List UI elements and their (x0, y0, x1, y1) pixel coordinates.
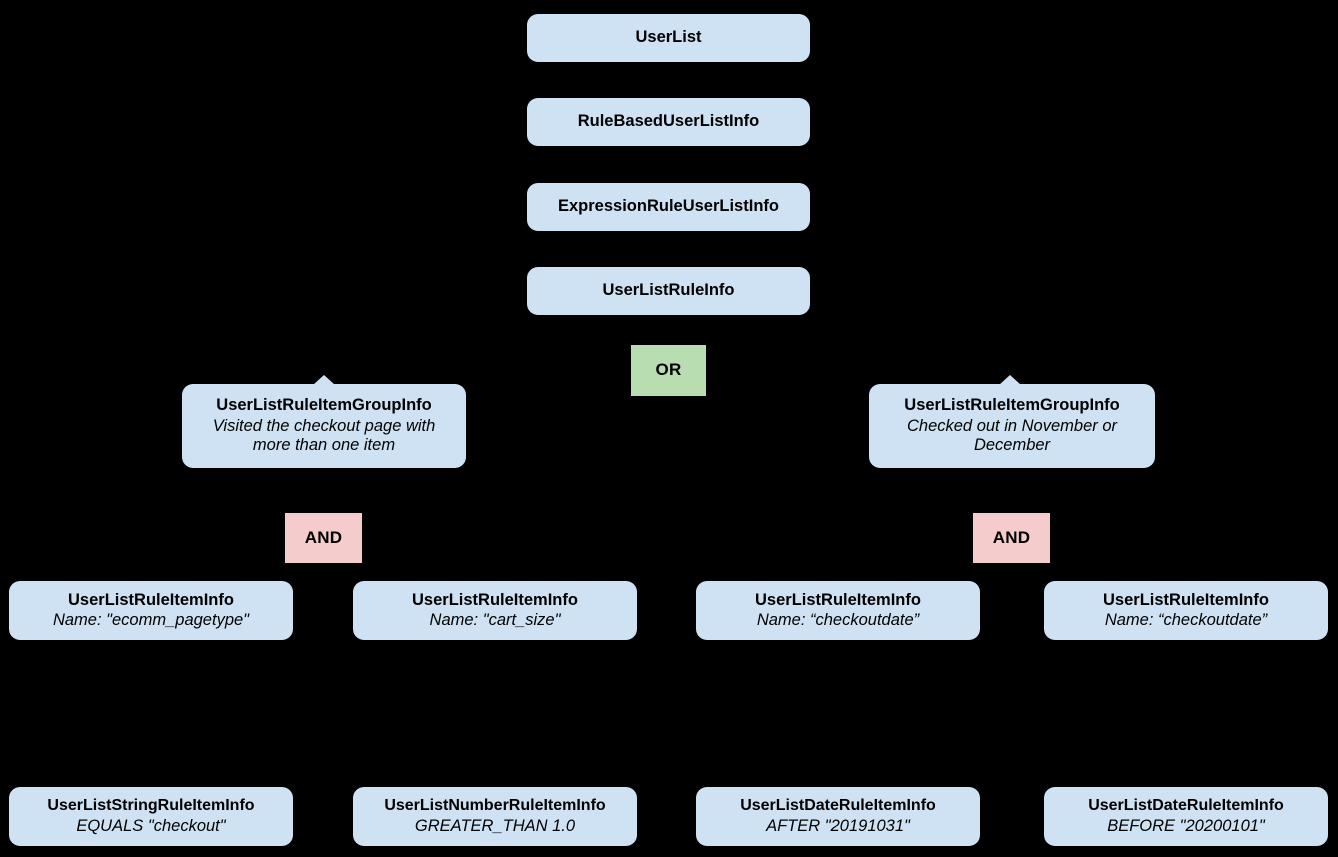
edge-expressionrule-to-ruleinfo (667, 231, 669, 267)
node-rulebaseduserlistinfo-title: RuleBasedUserListInfo (577, 112, 760, 131)
node-leaf-item-4-detail: BEFORE "20200101" (1107, 816, 1265, 835)
operator-and-right[interactable]: AND (973, 513, 1050, 563)
node-rule-item-1-title: UserListRuleItemInfo (68, 590, 234, 609)
node-rule-item-2[interactable]: UserListRuleItemInfo Name: "cart_size" (353, 581, 637, 640)
node-userlistruleinfo[interactable]: UserListRuleInfo (527, 267, 810, 315)
node-rule-item-4-title: UserListRuleItemInfo (1103, 590, 1269, 609)
node-leaf-item-4[interactable]: UserListDateRuleItemInfo BEFORE "2020010… (1044, 787, 1328, 846)
node-userlist-title: UserList (635, 28, 702, 47)
node-userlist[interactable]: UserList (527, 14, 810, 62)
group-right-connector-tab (999, 375, 1021, 385)
edge-and-right-to-item-4 (1010, 537, 1186, 539)
node-rule-item-2-title: UserListRuleItemInfo (412, 590, 578, 609)
group-left-connector-tab (313, 375, 335, 385)
node-rule-item-group-right[interactable]: UserListRuleItemGroupInfo Checked out in… (869, 375, 1155, 468)
edge-userlist-to-rulebased (667, 62, 669, 98)
node-expressionruleuserlistinfo[interactable]: ExpressionRuleUserListInfo (527, 183, 810, 231)
node-leaf-item-2[interactable]: UserListNumberRuleItemInfo GREATER_THAN … (353, 787, 637, 846)
node-leaf-item-3[interactable]: UserListDateRuleItemInfo AFTER "20191031… (696, 787, 980, 846)
node-expressionruleuserlistinfo-title: ExpressionRuleUserListInfo (558, 197, 779, 216)
node-rule-item-4[interactable]: UserListRuleItemInfo Name: “checkoutdate… (1044, 581, 1328, 640)
node-rule-item-2-detail: Name: "cart_size" (429, 611, 561, 629)
node-leaf-item-4-title: UserListDateRuleItemInfo (1088, 796, 1284, 814)
operator-and-right-label: AND (992, 527, 1031, 547)
node-rulebaseduserlistinfo[interactable]: RuleBasedUserListInfo (527, 98, 810, 146)
operator-or[interactable]: OR (631, 345, 706, 396)
node-leaf-item-2-detail: GREATER_THAN 1.0 (414, 816, 576, 835)
node-rule-item-3-title: UserListRuleItemInfo (755, 590, 921, 609)
node-rule-item-1[interactable]: UserListRuleItemInfo Name: "ecomm_pagety… (9, 581, 293, 640)
node-rule-item-group-right-title: UserListRuleItemGroupInfo (904, 396, 1120, 415)
node-rule-item-4-detail: Name: “checkoutdate” (1104, 611, 1268, 629)
edge-ruleinfo-to-or (667, 315, 669, 345)
node-rule-item-group-left-title: UserListRuleItemGroupInfo (216, 396, 432, 415)
edge-group-left-to-and (322, 468, 324, 513)
operator-and-left-label: AND (304, 527, 343, 547)
operator-and-left[interactable]: AND (285, 513, 362, 563)
edge-item-1-to-leaf-1 (150, 640, 152, 787)
edge-group-right-to-and (1010, 468, 1012, 513)
node-leaf-item-3-detail: AFTER "20191031" (766, 816, 910, 835)
edge-and-left-to-item-2 (322, 537, 495, 539)
node-rule-item-3[interactable]: UserListRuleItemInfo Name: “checkoutdate… (696, 581, 980, 640)
node-rule-item-3-detail: Name: “checkoutdate” (756, 611, 920, 629)
node-rule-item-group-right-description: Checked out in November or December (906, 416, 1118, 455)
node-rule-item-group-left[interactable]: UserListRuleItemGroupInfo Visited the ch… (182, 375, 466, 468)
edge-and-left-to-item-1 (151, 537, 323, 539)
node-leaf-item-1-title: UserListStringRuleItemInfo (47, 796, 255, 814)
operator-or-label: OR (655, 360, 682, 380)
edge-item-4-to-leaf-4 (1185, 640, 1187, 787)
node-rule-item-group-left-description: Visited the checkout page with more than… (212, 416, 436, 455)
edge-and-right-to-item-3 (838, 537, 1011, 539)
edge-rulebased-to-expressionrule (667, 146, 669, 182)
edge-or-to-group-left (323, 370, 633, 372)
node-leaf-item-2-title: UserListNumberRuleItemInfo (384, 796, 606, 814)
node-leaf-item-1[interactable]: UserListStringRuleItemInfo EQUALS "check… (9, 787, 293, 846)
edge-item-3-to-leaf-3 (837, 640, 839, 787)
edge-item-2-to-leaf-2 (494, 640, 496, 787)
node-leaf-item-1-detail: EQUALS "checkout" (76, 816, 226, 835)
node-leaf-item-3-title: UserListDateRuleItemInfo (740, 796, 936, 814)
edge-or-to-group-right (705, 370, 1012, 372)
node-userlistruleinfo-title: UserListRuleInfo (602, 281, 735, 300)
node-rule-item-1-detail: Name: "ecomm_pagetype" (52, 611, 250, 629)
